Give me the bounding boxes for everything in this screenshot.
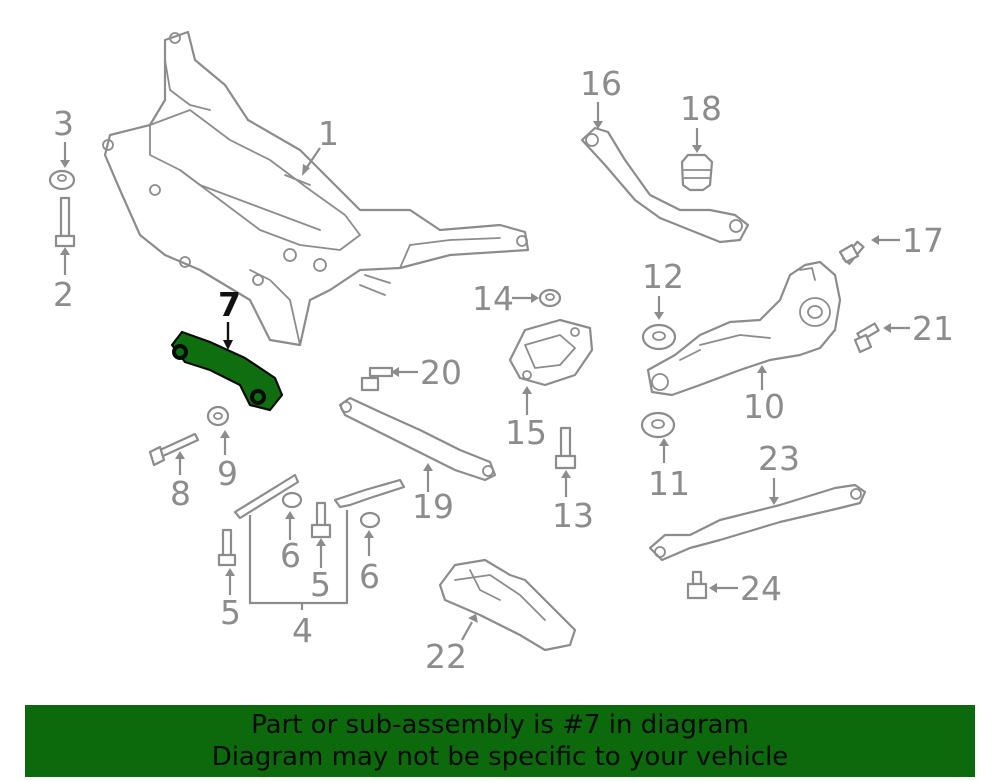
- callout-5a: 5: [220, 593, 241, 632]
- part-22-guard: [438, 558, 577, 652]
- part-14-washer: [538, 288, 562, 308]
- callout-13: 13: [552, 496, 594, 535]
- part-5-bolt-b: [310, 501, 332, 539]
- info-banner: Part or sub-assembly is #7 in diagram Di…: [25, 705, 975, 777]
- callout-24: 24: [740, 569, 782, 608]
- part-12-washer: [641, 323, 677, 351]
- callout-1: 1: [318, 114, 339, 153]
- callout-23: 23: [758, 439, 800, 478]
- callout-11: 11: [648, 464, 690, 503]
- leader-1: [304, 147, 321, 171]
- callout-20: 20: [420, 353, 462, 392]
- part-4-bracket-right: [333, 478, 406, 509]
- callout-3: 3: [53, 104, 74, 143]
- part-7-link-highlighted: [170, 330, 284, 412]
- arrow-1: [302, 164, 310, 176]
- part-21-bolt: [853, 322, 880, 354]
- part-8-bolt: [148, 432, 200, 467]
- callout-8: 8: [170, 474, 191, 513]
- callout-4: 4: [292, 611, 313, 650]
- callout-12: 12: [642, 257, 684, 296]
- callout-6b: 6: [359, 557, 380, 596]
- part-6-nut-a: [281, 491, 303, 509]
- callout-17: 17: [902, 221, 944, 260]
- part-3-washer: [48, 169, 76, 191]
- callout-14: 14: [472, 279, 514, 318]
- part-17-bolt: [838, 240, 865, 265]
- banner-line-1: Part or sub-assembly is #7 in diagram: [251, 710, 749, 740]
- banner-line-2: Diagram may not be specific to your vehi…: [211, 742, 789, 772]
- part-20-bolt: [360, 366, 394, 392]
- callout-5b: 5: [310, 565, 331, 604]
- part-24-bolt: [686, 570, 708, 600]
- callout-21: 21: [912, 309, 954, 348]
- part-9-washer: [206, 405, 230, 427]
- part-1-subframe: [102, 30, 530, 347]
- callout-10: 10: [743, 387, 785, 426]
- callout-15: 15: [505, 413, 547, 452]
- part-5-bolt-a: [217, 528, 237, 567]
- callout-7: 7: [218, 285, 241, 324]
- callout-16: 16: [580, 64, 622, 103]
- part-10-knuckle: [646, 260, 842, 397]
- part-6-nut-b: [359, 511, 381, 529]
- part-2-bolt: [54, 196, 76, 248]
- part-23-bar: [648, 483, 867, 562]
- part-19-lateral-link: [338, 396, 497, 482]
- part-11-washer: [640, 411, 676, 439]
- part-4-bracket-left: [233, 473, 300, 520]
- callout-19: 19: [412, 487, 454, 526]
- part-15-bracket: [508, 318, 594, 387]
- part-13-bolt: [554, 426, 577, 470]
- callout-2: 2: [53, 275, 74, 314]
- part-18-bumper: [680, 153, 714, 192]
- parts-diagram: 1 3 2 7 9 8: [48, 30, 954, 676]
- callout-6a: 6: [280, 536, 301, 575]
- callout-22: 22: [425, 637, 467, 676]
- callout-9: 9: [217, 454, 238, 493]
- callout-18: 18: [680, 89, 722, 128]
- part-16-upper-arm: [580, 126, 750, 244]
